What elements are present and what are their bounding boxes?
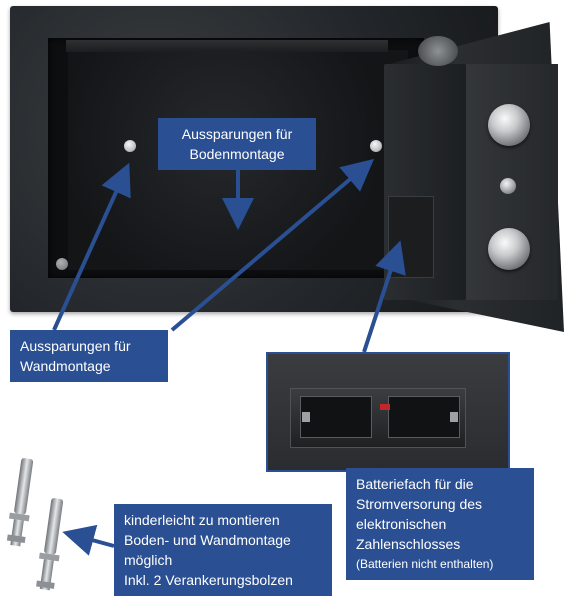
install-label-line: kinderleicht zu montieren	[124, 512, 280, 528]
anchor-bolt-image	[6, 458, 64, 591]
battery-label-line: Stromversorung des	[356, 496, 483, 512]
hinge-icon	[418, 36, 458, 66]
install-label: kinderleicht zu montieren Boden- und Wan…	[114, 504, 332, 596]
wall-mount-label-line: Aussparungen für	[20, 338, 131, 354]
battery-label: Batteriefach für die Stromversorung des …	[346, 468, 534, 580]
floor-mount-hole	[56, 258, 68, 270]
anchor-bolt	[6, 458, 34, 547]
arrow-icon	[62, 524, 115, 556]
battery-contact	[450, 412, 458, 422]
battery-slot	[300, 396, 372, 438]
floor-mount-label-line: Bodenmontage	[189, 146, 285, 162]
battery-slot	[388, 396, 460, 438]
wall-mount-label: Aussparungen für Wandmontage	[10, 330, 168, 382]
arrow-icon	[170, 158, 375, 332]
install-label-line: möglich	[124, 552, 173, 568]
install-label-line: Boden- und Wandmontage	[124, 532, 291, 548]
wall-mount-hole	[370, 140, 382, 152]
arrow-icon	[52, 162, 131, 331]
wall-mount-label-line: Wandmontage	[20, 358, 111, 374]
battery-label-line: Zahlenschlosses	[356, 536, 461, 552]
wall-mount-hole	[124, 140, 136, 152]
battery-note: (Batterien nicht enthalten)	[356, 557, 494, 571]
door-knob-icon	[488, 104, 530, 146]
red-wire	[380, 404, 390, 410]
install-label-line: Inkl. 2 Verankerungsbolzen	[124, 572, 293, 588]
floor-mount-label: Aussparungen für Bodenmontage	[158, 118, 316, 170]
battery-label-line: elektronischen	[356, 516, 447, 532]
door-knob-icon	[488, 228, 530, 270]
battery-contact	[302, 412, 310, 422]
screw-icon	[500, 178, 516, 194]
battery-label-line: Batteriefach für die	[356, 476, 474, 492]
floor-mount-label-line: Aussparungen für	[181, 126, 293, 142]
arrow-icon	[362, 240, 406, 353]
safe-top-lip	[66, 40, 388, 52]
anchor-bolt	[36, 498, 64, 591]
